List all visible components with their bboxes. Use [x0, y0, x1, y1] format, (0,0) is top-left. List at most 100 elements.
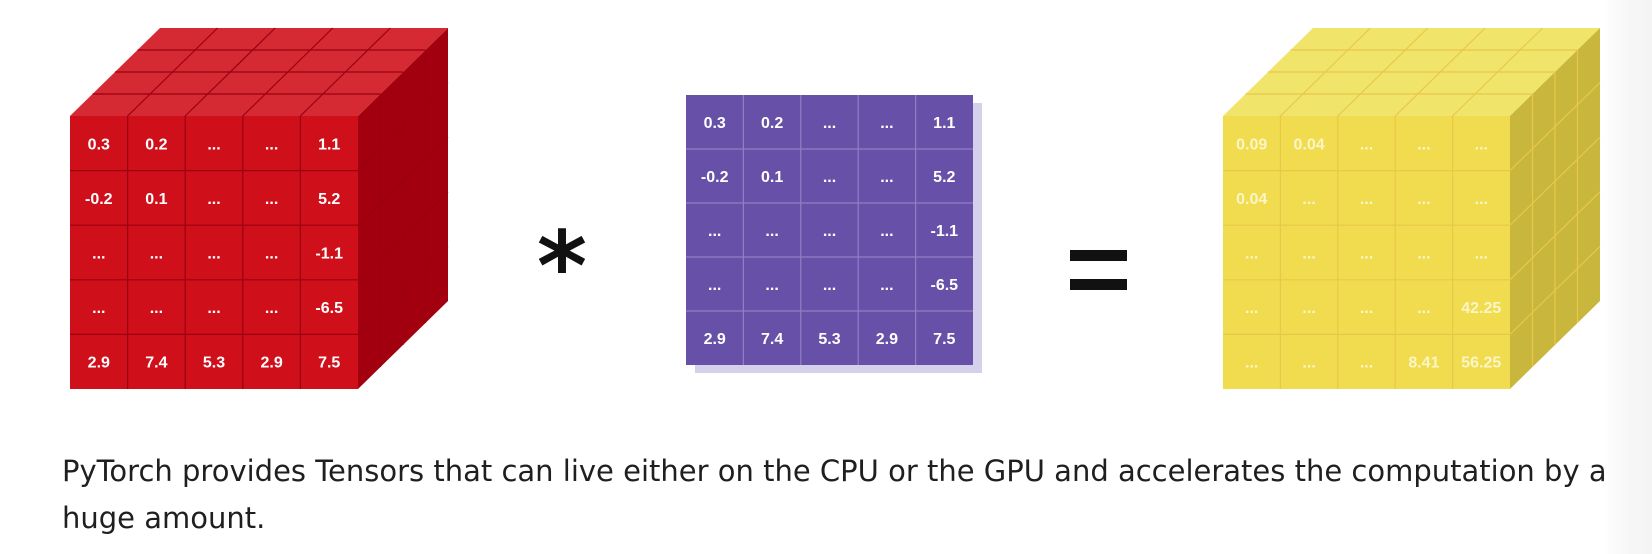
- middle-matrix-cell-r1-c4: 5.2: [933, 169, 955, 186]
- left-tensor-cell-r0-c4: 1.1: [318, 136, 340, 153]
- left-tensor-cell-r4-c3: 2.9: [260, 355, 282, 372]
- left-tensor-cell-r2-c3: ...: [265, 246, 278, 263]
- middle-matrix-cell-r4-c4: 7.5: [933, 331, 955, 348]
- result-tensor-cell-r3-c3: ...: [1417, 300, 1430, 317]
- middle-matrix-cell-r1-c2: ...: [823, 169, 836, 186]
- left-tensor-cell-r4-c2: 5.3: [203, 355, 225, 372]
- middle-matrix-cell-r3-c4: -6.5: [931, 277, 959, 294]
- left-tensor-cell-r0-c1: 0.2: [145, 136, 167, 153]
- middle-matrix-cell-r4-c3: 2.9: [876, 331, 898, 348]
- left-tensor-cell-r2-c2: ...: [207, 246, 220, 263]
- middle-matrix-cell-r3-c0: ...: [708, 277, 721, 294]
- result-tensor-cell-r0-c2: ...: [1360, 136, 1373, 153]
- left-tensor-cell-r0-c2: ...: [207, 136, 220, 153]
- equals-operator: =: [1070, 250, 1127, 290]
- multiply-symbol: *: [537, 211, 587, 323]
- left-tensor-side-rowline: [357, 245, 449, 335]
- result-tensor-cell-r4-c2: ...: [1360, 355, 1373, 372]
- result-tensor-cell-r3-c4: 42.25: [1461, 300, 1501, 317]
- equals-bar-bottom: [1070, 279, 1127, 290]
- middle-matrix-cell-r4-c1: 7.4: [761, 331, 783, 348]
- left-tensor-cube: 0.3 0.2...... 1.1 -0.2 0.1...... 5.2.........…: [70, 27, 449, 389]
- result-tensor-cell-r4-c3: 8.41: [1408, 355, 1439, 372]
- left-tensor-side-rowline: [357, 136, 449, 226]
- result-tensor-cube: 0.09 0.04......... 0.04...................…: [1223, 27, 1601, 389]
- middle-matrix-cell-r3-c3: ...: [880, 277, 893, 294]
- result-tensor-side-rowline: [1509, 191, 1601, 281]
- result-tensor-cell-r0-c1: 0.04: [1294, 136, 1325, 153]
- left-tensor-cell-r1-c4: 5.2: [318, 191, 340, 208]
- middle-matrix-cell-r3-c2: ...: [823, 277, 836, 294]
- left-tensor-grid-lines: [70, 27, 449, 389]
- left-tensor-front-face: [70, 116, 358, 389]
- middle-matrix-cell-r2-c3: ...: [880, 223, 893, 240]
- multiply-operator: *: [537, 211, 587, 323]
- left-tensor-side-rowline: [357, 82, 449, 172]
- left-tensor-cell-r1-c2: ...: [207, 191, 220, 208]
- result-tensor-front-face: [1223, 116, 1510, 389]
- result-tensor-cell-r2-c1: ...: [1302, 246, 1315, 263]
- result-tensor-cell-r4-c1: ...: [1302, 355, 1315, 372]
- left-tensor-cell-r1-c1: 0.1: [145, 191, 167, 208]
- middle-matrix-cell-r2-c1: ...: [765, 223, 778, 240]
- left-tensor-cell-r3-c2: ...: [207, 300, 220, 317]
- result-tensor-cell-r1-c2: ...: [1360, 191, 1373, 208]
- left-tensor-cell-r3-c4: -6.5: [315, 300, 343, 317]
- middle-matrix-cell-r0-c3: ...: [880, 115, 893, 132]
- result-tensor-cell-r2-c3: ...: [1417, 246, 1430, 263]
- result-tensor-side-rowline: [1509, 136, 1601, 226]
- result-tensor-cell-r2-c2: ...: [1360, 246, 1373, 263]
- left-tensor-cell-r4-c4: 7.5: [318, 355, 340, 372]
- result-tensor-cell-r1-c1: ...: [1302, 191, 1315, 208]
- left-tensor-cell-r2-c0: ...: [92, 246, 105, 263]
- result-tensor-cell-r3-c0: ...: [1245, 300, 1258, 317]
- middle-matrix-grid: [686, 95, 973, 365]
- middle-matrix-cell-r1-c3: ...: [880, 169, 893, 186]
- result-tensor-cell-r1-c3: ...: [1417, 191, 1430, 208]
- left-tensor-cell-r3-c3: ...: [265, 300, 278, 317]
- result-tensor-cell-r0-c4: ...: [1475, 136, 1488, 153]
- left-tensor-cell-r2-c4: -1.1: [315, 246, 343, 263]
- middle-matrix-cell-r4-c2: 5.3: [818, 331, 840, 348]
- left-tensor-cell-r4-c0: 2.9: [88, 355, 110, 372]
- result-tensor-cell-r3-c2: ...: [1360, 300, 1373, 317]
- result-tensor-side-rowline: [1509, 245, 1601, 335]
- left-tensor-cell-r1-c3: ...: [265, 191, 278, 208]
- middle-matrix-cell-r1-c0: -0.2: [701, 169, 729, 186]
- middle-matrix-cell-r0-c2: ...: [823, 115, 836, 132]
- left-tensor-cell-r3-c1: ...: [150, 300, 163, 317]
- result-tensor-cell-r4-c4: 56.25: [1461, 355, 1501, 372]
- result-tensor-cell-r2-c4: ...: [1475, 246, 1488, 263]
- page-edge-shade: [1602, 0, 1652, 554]
- result-tensor-cell-r1-c4: ...: [1475, 191, 1488, 208]
- middle-matrix-face: [686, 95, 973, 365]
- middle-matrix-cell-r3-c1: ...: [765, 277, 778, 294]
- middle-matrix-cell-r2-c4: -1.1: [931, 223, 959, 240]
- result-tensor-cell-r0-c0: 0.09: [1236, 136, 1267, 153]
- left-tensor-cell-r4-c1: 7.4: [145, 355, 167, 372]
- left-tensor-cell-r2-c1: ...: [150, 246, 163, 263]
- result-tensor-cell-r4-c0: ...: [1245, 355, 1258, 372]
- middle-matrix-cell-r4-c0: 2.9: [704, 331, 726, 348]
- middle-matrix-cell-r2-c2: ...: [823, 223, 836, 240]
- result-tensor-grid-lines: [1223, 27, 1601, 389]
- caption-text: PyTorch provides Tensors that can live e…: [62, 454, 1607, 535]
- result-tensor-cell-r2-c0: ...: [1245, 246, 1258, 263]
- middle-matrix-cell-r1-c1: 0.1: [761, 169, 783, 186]
- middle-matrix-cell-r2-c0: ...: [708, 223, 721, 240]
- middle-matrix-cell-r0-c4: 1.1: [933, 115, 955, 132]
- result-tensor-cell-r0-c3: ...: [1417, 136, 1430, 153]
- tensor-diagram: 0.3 0.2...... 1.1 -0.2 0.1...... 5.2.........…: [70, 27, 1601, 389]
- equals-bar-top: [1070, 250, 1127, 261]
- middle-matrix-cell-r0-c0: 0.3: [704, 115, 726, 132]
- tensor-diagram-svg: 0.3 0.2...... 1.1 -0.2 0.1...... 5.2.........…: [70, 27, 1601, 389]
- left-tensor-cell-r3-c0: ...: [92, 300, 105, 317]
- result-tensor-side-rowline: [1509, 82, 1601, 172]
- left-tensor-side-rowline: [357, 191, 449, 281]
- result-tensor-cell-r1-c0: 0.04: [1236, 191, 1267, 208]
- left-tensor-cell-r0-c0: 0.3: [88, 136, 110, 153]
- left-tensor-cell-r0-c3: ...: [265, 136, 278, 153]
- left-tensor-cell-r1-c0: -0.2: [85, 191, 113, 208]
- result-tensor-cell-r3-c1: ...: [1302, 300, 1315, 317]
